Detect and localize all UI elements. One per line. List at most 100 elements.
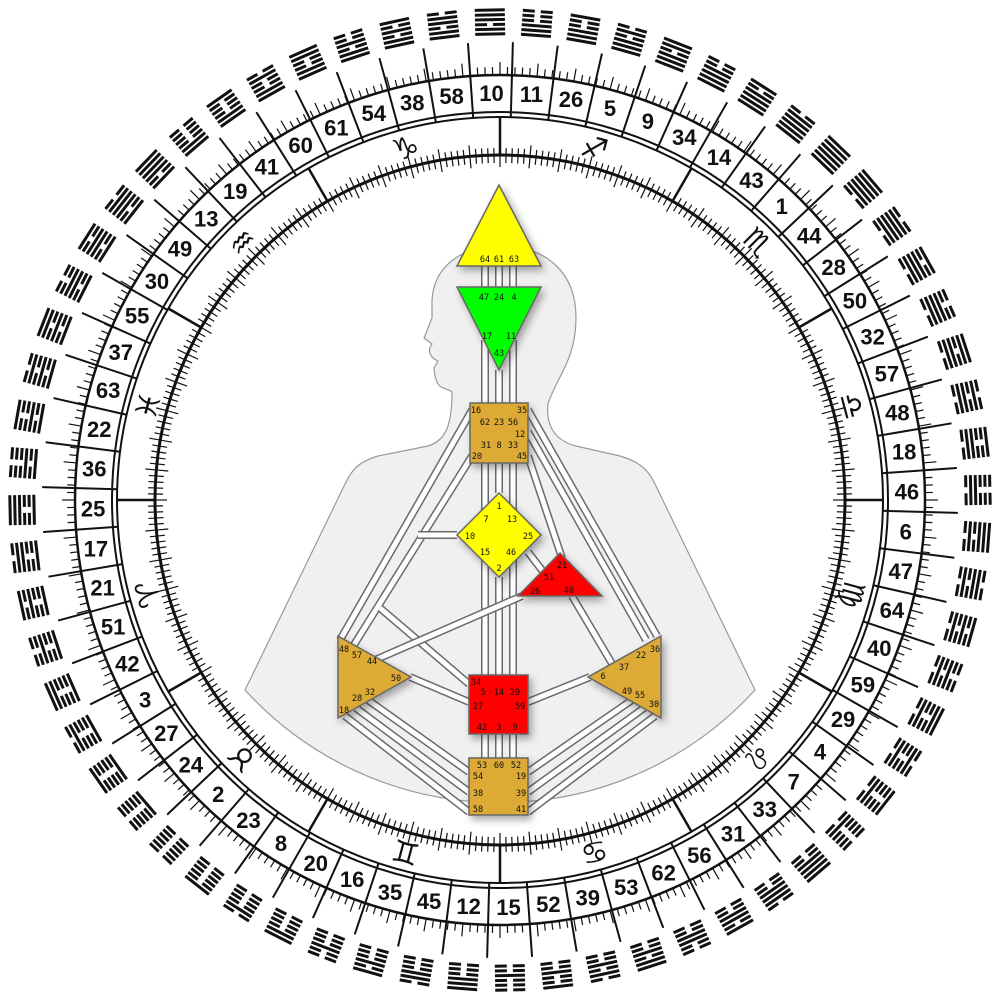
g-center[interactable] bbox=[455, 491, 543, 579]
gate-number[interactable]: 62 bbox=[651, 861, 675, 886]
gate-number[interactable]: 58 bbox=[439, 84, 463, 109]
gate-number[interactable]: 53 bbox=[614, 875, 638, 900]
zodiac-divider bbox=[798, 307, 833, 329]
gate-number[interactable]: 56 bbox=[687, 843, 711, 868]
gate-number[interactable]: 60 bbox=[288, 133, 312, 158]
throat-center[interactable] bbox=[469, 402, 529, 464]
gate-number[interactable]: 42 bbox=[115, 652, 139, 677]
gate-number[interactable]: 30 bbox=[145, 269, 169, 294]
gate-number[interactable]: 54 bbox=[361, 101, 386, 126]
gate-number[interactable]: 6 bbox=[900, 519, 912, 544]
gate-number[interactable]: 39 bbox=[576, 885, 600, 910]
gate-number[interactable]: 57 bbox=[875, 362, 899, 387]
tick bbox=[651, 95, 656, 104]
tick bbox=[737, 140, 743, 148]
gate-number[interactable]: 40 bbox=[867, 636, 891, 661]
gate-number[interactable]: 9 bbox=[642, 109, 654, 134]
head-center[interactable] bbox=[455, 183, 543, 267]
gate-number[interactable]: 50 bbox=[843, 289, 867, 314]
gate-number[interactable]: 24 bbox=[179, 753, 204, 778]
gate-number[interactable]: 52 bbox=[536, 892, 560, 917]
gate-number[interactable]: 41 bbox=[255, 154, 279, 179]
gate-number[interactable]: 14 bbox=[707, 145, 732, 170]
gate-number[interactable]: 49 bbox=[168, 236, 192, 261]
gate-number[interactable]: 31 bbox=[721, 822, 745, 847]
gate-number[interactable]: 2 bbox=[212, 782, 224, 807]
tick bbox=[370, 812, 375, 821]
tick bbox=[718, 863, 724, 872]
gate-number[interactable]: 33 bbox=[752, 797, 776, 822]
tick bbox=[665, 788, 674, 800]
gate-divider bbox=[42, 486, 118, 491]
gate-number[interactable]: 26 bbox=[559, 87, 583, 112]
gate-number[interactable]: 17 bbox=[84, 536, 108, 561]
gate-number[interactable]: 46 bbox=[895, 479, 919, 504]
tick bbox=[683, 782, 689, 790]
ego-center[interactable] bbox=[516, 551, 604, 597]
gate-number[interactable]: 37 bbox=[109, 340, 133, 365]
tick bbox=[227, 707, 235, 713]
channel bbox=[373, 592, 524, 664]
solar-plexus-center[interactable] bbox=[586, 634, 662, 720]
gate-label: 42 bbox=[477, 723, 487, 733]
gate-number[interactable]: 13 bbox=[194, 206, 218, 231]
tick bbox=[559, 839, 563, 851]
tick bbox=[912, 602, 921, 606]
gate-number[interactable]: 38 bbox=[400, 91, 424, 116]
gate-number[interactable]: 36 bbox=[82, 457, 106, 482]
gate-number[interactable]: 16 bbox=[340, 867, 364, 892]
gate-number[interactable]: 47 bbox=[889, 559, 913, 584]
gate-number[interactable]: 20 bbox=[303, 851, 327, 876]
gate-number[interactable]: 1 bbox=[776, 194, 788, 219]
gate-number[interactable]: 4 bbox=[814, 740, 827, 765]
gate-number[interactable]: 27 bbox=[154, 721, 178, 746]
tick bbox=[207, 316, 215, 322]
gate-number[interactable]: 22 bbox=[87, 417, 111, 442]
gate-number[interactable]: 19 bbox=[223, 179, 247, 204]
gate-number[interactable]: 21 bbox=[90, 576, 114, 601]
gate-number[interactable]: 32 bbox=[860, 324, 884, 349]
tick bbox=[156, 577, 164, 580]
gate-number[interactable]: 35 bbox=[378, 880, 402, 905]
tick bbox=[543, 922, 546, 931]
gate-number[interactable]: 29 bbox=[831, 707, 855, 732]
tick bbox=[132, 724, 140, 730]
gate-number[interactable]: 10 bbox=[479, 81, 503, 106]
gate-number[interactable]: 7 bbox=[788, 770, 800, 795]
hexagram-icon bbox=[16, 585, 50, 621]
tick bbox=[444, 840, 447, 848]
root-center[interactable] bbox=[468, 757, 529, 816]
sacral-center[interactable] bbox=[468, 674, 529, 735]
gate-number[interactable]: 43 bbox=[739, 168, 763, 193]
gate-number[interactable]: 51 bbox=[101, 614, 125, 639]
tick bbox=[543, 69, 546, 78]
gate-number[interactable]: 61 bbox=[324, 115, 348, 140]
gate-divider bbox=[137, 733, 198, 782]
gate-number[interactable]: 44 bbox=[797, 223, 822, 248]
gate-number[interactable]: 3 bbox=[139, 687, 151, 712]
gate-number[interactable]: 25 bbox=[81, 497, 105, 522]
spleen-center[interactable] bbox=[337, 634, 413, 720]
gate-number[interactable]: 18 bbox=[892, 440, 916, 465]
gate-number[interactable]: 48 bbox=[885, 400, 909, 425]
tick bbox=[158, 451, 167, 454]
gate-number[interactable]: 5 bbox=[604, 96, 616, 121]
gate-number[interactable]: 11 bbox=[520, 82, 543, 107]
gate-number[interactable]: 15 bbox=[496, 895, 520, 920]
gate-number[interactable]: 23 bbox=[236, 808, 260, 833]
gate-number[interactable]: 8 bbox=[275, 831, 287, 856]
tick bbox=[755, 264, 762, 270]
gate-number[interactable]: 34 bbox=[672, 125, 697, 150]
tick bbox=[658, 893, 663, 902]
gate-number[interactable]: 55 bbox=[125, 304, 149, 329]
tick bbox=[650, 809, 655, 817]
gate-number[interactable]: 64 bbox=[880, 598, 905, 623]
gate-number[interactable]: 28 bbox=[821, 255, 845, 280]
gate-number[interactable]: 45 bbox=[417, 889, 441, 914]
tick bbox=[70, 551, 79, 554]
gate-number[interactable]: 59 bbox=[851, 672, 875, 697]
ajna-center[interactable] bbox=[455, 286, 543, 372]
tick bbox=[661, 804, 666, 812]
gate-number[interactable]: 63 bbox=[96, 378, 120, 403]
gate-number[interactable]: 12 bbox=[456, 894, 480, 919]
